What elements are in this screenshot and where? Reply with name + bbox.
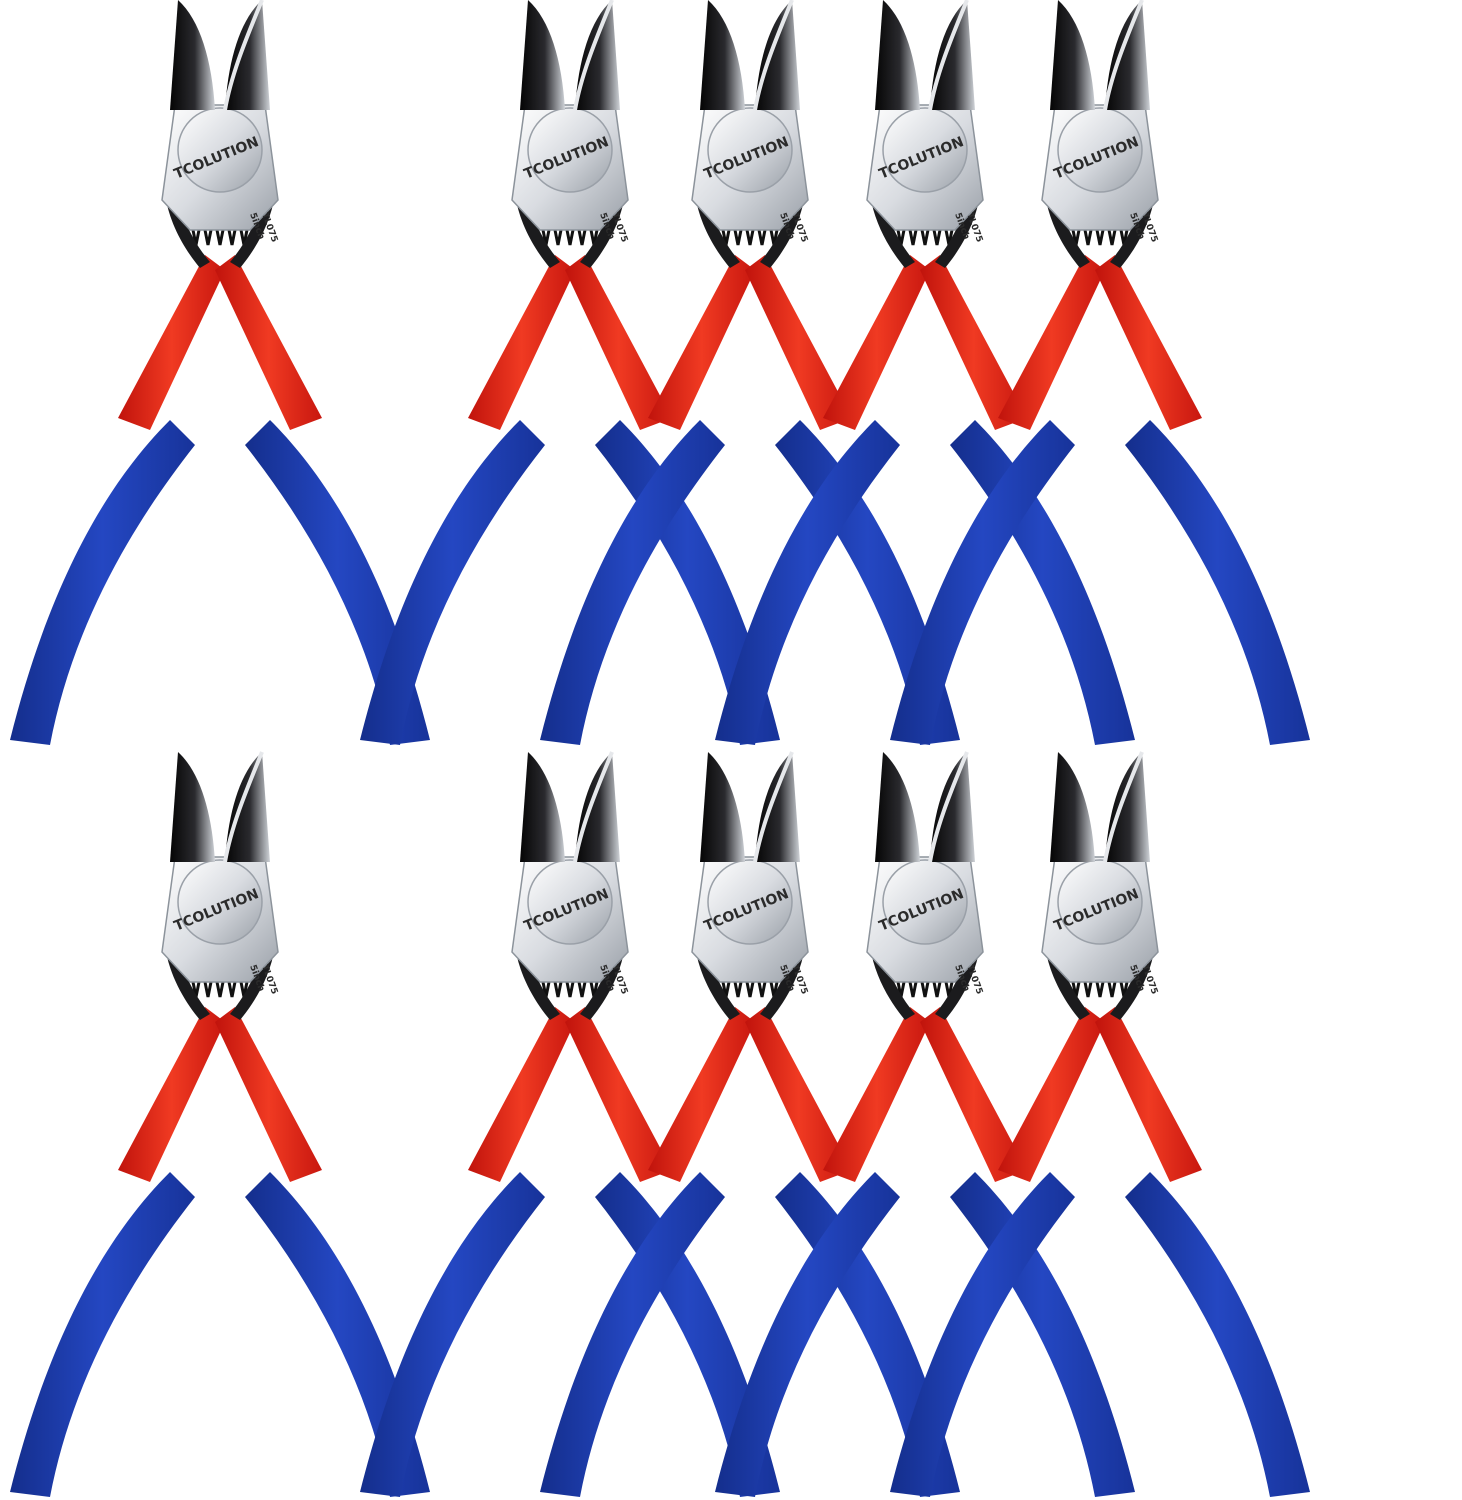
- plier-9: TCOLUTION TL075 5inch: [713, 750, 1137, 1499]
- plier-10: TCOLUTION TL075 5inch: [888, 750, 1312, 1499]
- plier-1: TCOLUTION TL075 5inch: [8, 0, 432, 747]
- plier-7: TCOLUTION TL075 5inch: [358, 750, 782, 1499]
- plier-6: TCOLUTION TL075 5inch: [8, 750, 432, 1499]
- plier-5: TCOLUTION TL075 5inch: [888, 0, 1312, 747]
- plier-8: TCOLUTION TL075 5inch: [538, 750, 962, 1499]
